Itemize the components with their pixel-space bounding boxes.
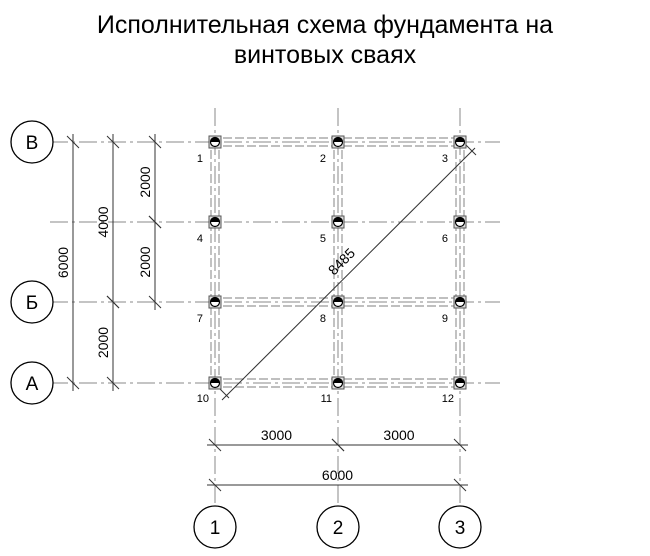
pile-number: 10 <box>197 393 209 405</box>
pile-number: 6 <box>442 233 448 245</box>
pile-number: 7 <box>197 313 203 325</box>
tick-mark <box>66 135 80 149</box>
axis-marker-circle <box>316 505 360 549</box>
pile-icon <box>455 297 465 302</box>
pile-number: 3 <box>442 153 448 165</box>
dimension-label: 6000 <box>322 467 353 483</box>
axis-marker-label: Б <box>26 293 38 314</box>
tick-mark <box>331 438 345 452</box>
tick-mark <box>106 135 120 149</box>
tick-mark <box>66 376 80 390</box>
axis-marker-label: В <box>26 133 39 154</box>
dimension-label: 3000 <box>383 427 414 443</box>
tick-mark <box>208 438 222 452</box>
axis-marker-label: А <box>26 374 39 395</box>
dimension-label: 2000 <box>137 246 153 277</box>
dimension-label: 3000 <box>261 427 292 443</box>
axis-marker-circle <box>10 361 54 405</box>
pile-number: 2 <box>320 153 326 165</box>
axis-marker-label: 3 <box>455 518 466 539</box>
axis-marker-circle <box>10 120 54 164</box>
pile-icon <box>333 137 343 142</box>
pile-icon <box>455 378 465 383</box>
pile-number: 8 <box>320 313 326 325</box>
diagram-title: Исполнительная схема фундамента на винто… <box>0 10 650 70</box>
axis-marker-label: 1 <box>210 518 221 539</box>
axis-marker-circle <box>10 280 54 324</box>
tick-mark <box>208 478 222 492</box>
tick-mark <box>106 295 120 309</box>
title-line-2: винтовых сваях <box>233 41 417 69</box>
tick-mark <box>148 215 162 229</box>
pile-icon <box>210 137 220 142</box>
pile-icon <box>210 217 220 222</box>
axis-marker-label: 2 <box>333 518 344 539</box>
pile-icon <box>455 217 465 222</box>
tick-mark <box>148 135 162 149</box>
tick-mark <box>453 438 467 452</box>
pile-icon <box>210 378 220 383</box>
axis-marker-circle <box>193 505 237 549</box>
tick-mark <box>106 376 120 390</box>
pile-icon <box>455 137 465 142</box>
diagonal-dimension-line <box>221 147 476 401</box>
pile-number: 12 <box>442 393 454 405</box>
pile-icon <box>333 297 343 302</box>
pile-number: 1 <box>197 153 203 165</box>
axis-marker-circle <box>438 505 482 549</box>
title-line-1: Исполнительная схема фундамента на <box>96 11 554 39</box>
pile-number: 5 <box>320 233 326 245</box>
pile-number: 4 <box>197 233 203 245</box>
dimension-label: 2000 <box>137 166 153 197</box>
dimension-label: 2000 <box>95 327 111 358</box>
dimension-label: 4000 <box>95 206 111 237</box>
dimension-label: 6000 <box>55 247 71 278</box>
pile-icon <box>210 297 220 302</box>
pile-icon <box>333 378 343 383</box>
pile-number: 11 <box>321 393 332 405</box>
tick-mark <box>453 478 467 492</box>
pile-number: 9 <box>442 313 448 325</box>
pile-icon <box>333 217 343 222</box>
tick-mark <box>148 295 162 309</box>
